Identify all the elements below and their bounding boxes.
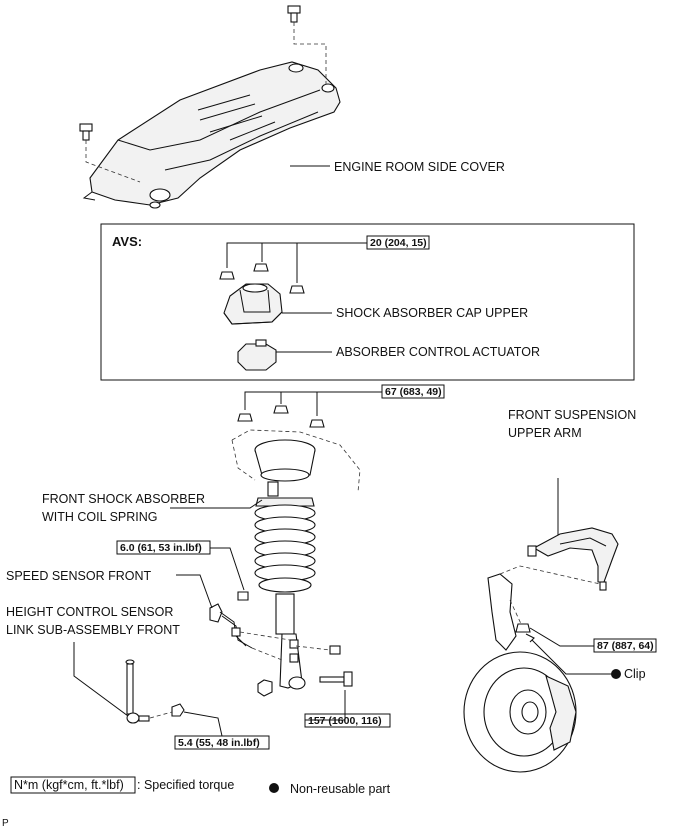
label-front-suspension-upper-arm-2: UPPER ARM <box>508 426 582 440</box>
support-nut-1 <box>237 413 253 422</box>
torque-upper-arm-nut: 87 (887, 64) <box>597 640 654 652</box>
support-nut-3 <box>309 419 325 428</box>
legend-torque-unit: N*m (kgf*cm, ft.*lbf) <box>14 778 124 792</box>
label-clip: Clip <box>624 667 646 681</box>
avs-nut-1 <box>219 271 235 280</box>
front-suspension-upper-arm <box>527 527 619 591</box>
speed-sensor-front <box>209 603 253 649</box>
speed-sensor-bolt <box>237 591 249 601</box>
shock-absorber-cap-upper <box>223 283 283 325</box>
engine-room-side-cover <box>82 61 341 209</box>
front-shock-absorber <box>254 481 316 690</box>
label-speed-sensor-front: SPEED SENSOR FRONT <box>6 569 152 583</box>
cover-bolt-left <box>79 123 93 141</box>
torque-avs-cap-nuts: 20 (204, 15) <box>370 237 427 249</box>
torque-link-nut: 5.4 (55, 48 in.lbf) <box>178 737 260 749</box>
label-absorber-control-actuator: ABSORBER CONTROL ACTUATOR <box>336 345 540 359</box>
avs-section-box <box>100 223 635 381</box>
support-nut-2 <box>273 405 289 414</box>
avs-nut-2 <box>253 263 269 272</box>
legend-non-reusable: Non-reusable part <box>290 782 391 796</box>
torque-upper-support-nuts: 67 (683, 49) <box>385 386 442 398</box>
upper-arm-nut <box>515 623 531 633</box>
upper-spring-seat <box>254 439 316 482</box>
absorber-control-actuator <box>237 339 277 371</box>
legend-non-reusable-marker <box>269 783 279 793</box>
legend-torque-box <box>10 776 136 794</box>
link-nut <box>171 703 185 717</box>
brake-disc-hub <box>463 651 577 773</box>
non-reusable-marker-clip <box>611 669 621 679</box>
sensor-bracket-bolt <box>329 645 341 655</box>
avs-title: AVS: <box>112 234 142 249</box>
label-height-control-sensor-2: LINK SUB-ASSEMBLY FRONT <box>6 623 180 637</box>
label-front-shock-absorber-1: FRONT SHOCK ABSORBER <box>42 492 205 506</box>
height-control-sensor-link <box>125 659 150 724</box>
label-engine-room-side-cover: ENGINE ROOM SIDE COVER <box>334 160 505 174</box>
label-front-suspension-upper-arm-1: FRONT SUSPENSION <box>508 408 636 422</box>
avs-nut-3 <box>289 285 305 294</box>
label-height-control-sensor-1: HEIGHT CONTROL SENSOR <box>6 605 173 619</box>
torque-speed-sensor-bolt: 6.0 (61, 53 in.lbf) <box>120 542 202 554</box>
legend-torque-desc: : Specified torque <box>137 778 234 792</box>
cover-bolt-top <box>287 5 301 23</box>
lower-mount-nut <box>257 679 273 697</box>
footer-code: P <box>2 818 9 829</box>
torque-lower-bolt: 157 (1600, 116) <box>308 715 382 727</box>
label-shock-absorber-cap-upper: SHOCK ABSORBER CAP UPPER <box>336 306 528 320</box>
label-front-shock-absorber-2: WITH COIL SPRING <box>42 510 158 524</box>
steering-knuckle <box>487 573 517 651</box>
lower-mount-bolt <box>319 671 353 687</box>
